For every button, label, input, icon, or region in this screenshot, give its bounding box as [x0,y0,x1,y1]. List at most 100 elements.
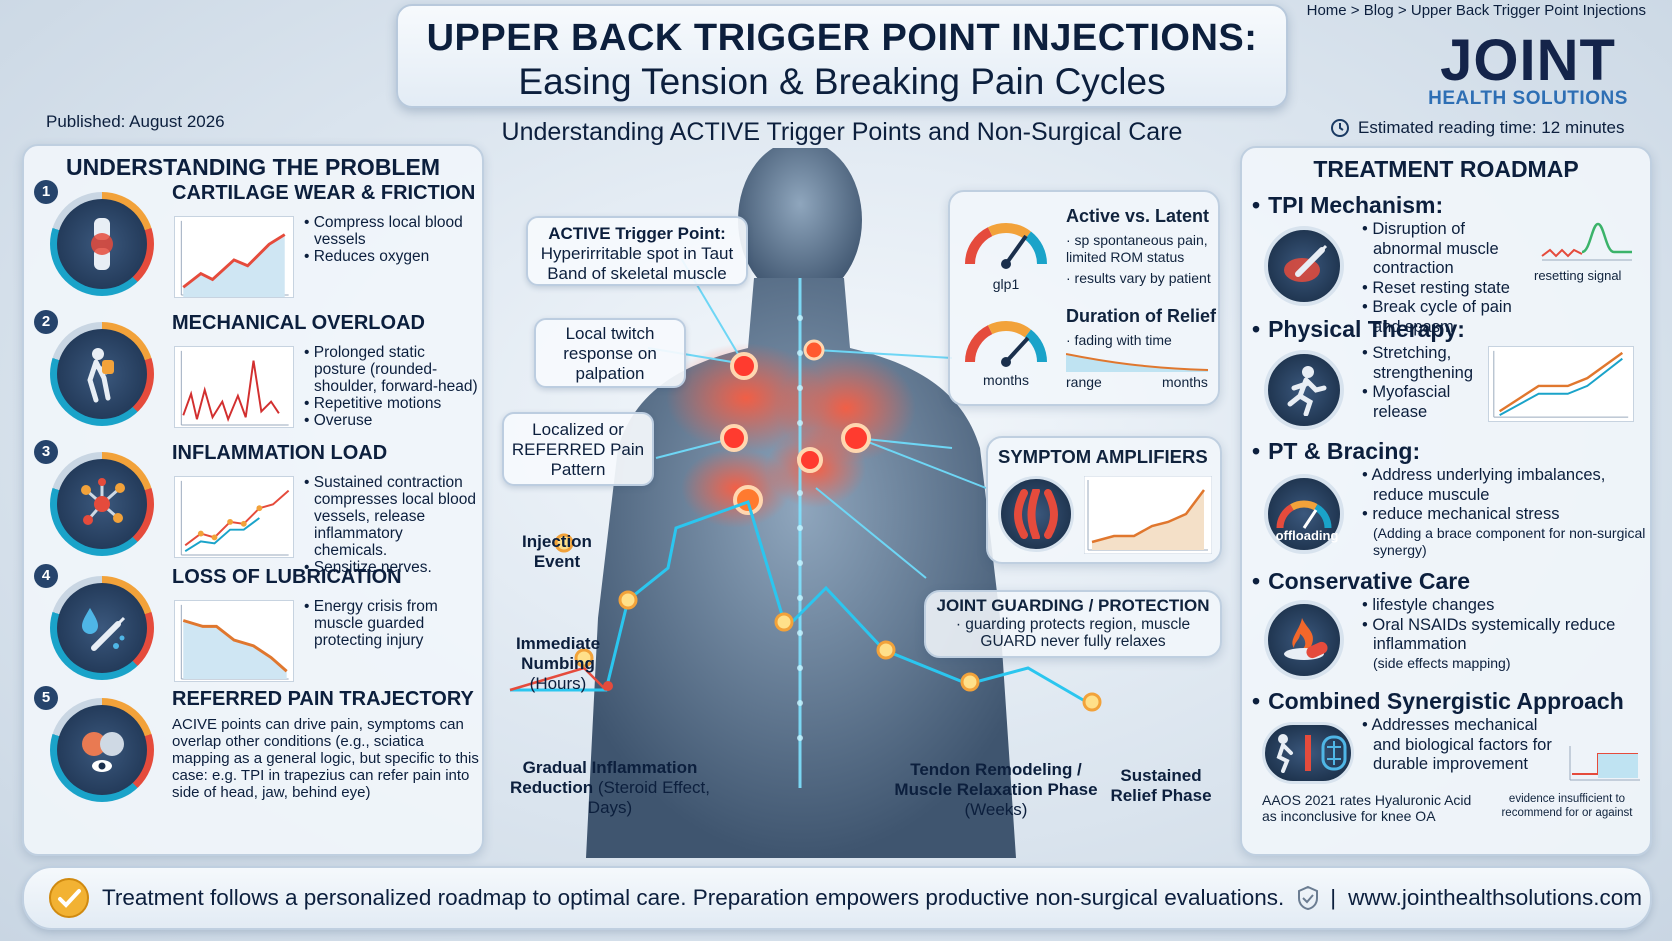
resetting-signal-chart [1541,222,1632,261]
item-bullets: • Compress local blood vessels • Reduces… [304,214,463,265]
flame-pill-icon [1264,600,1344,680]
offloading-label: offloading [1275,528,1339,543]
head-eye-icon [50,698,154,802]
problem-item-referred-pain: 5 REFERRED PAIN TRAJECTORY ACIVE points … [24,686,482,814]
syringe-drop-icon [50,576,154,680]
item-title: LOSS OF LUBRICATION [172,566,402,588]
item-title: CARTILAGE WEAR & FRICTION [172,182,476,204]
joint-guarding-box: JOINT GUARDING / PROTECTION · guarding p… [924,590,1222,658]
shield-check-icon [1298,885,1319,911]
twitch-response-callout: Local twitch response on palpation [534,318,686,388]
timeline-injection-label: Injection Event [522,532,592,571]
muscle-fiber-icon [998,476,1074,552]
problem-panel-title: UNDERSTANDING THE PROBLEM [66,154,440,180]
gauge-label: glp1 [992,276,1020,292]
treatment-roadmap-panel: TREATMENT ROADMAP TPI Mechanism: • Disru… [1240,146,1652,856]
guard-title: JOINT GUARDING / PROTECTION [936,596,1210,615]
duration-axis-left: range [1066,374,1102,390]
brand-logo[interactable]: JOINT HEALTH SOLUTIONS [1410,30,1646,116]
roadmap-item-title: Physical Therapy: [1252,316,1648,343]
timeline-tendon-label: Tendon Remodeling / Muscle Relaxation Ph… [894,760,1098,819]
symptom-amplifiers-box: SYMPTOM AMPLIFIERS [986,436,1222,564]
active-latent-bullet-1: · sp spontaneous pain, limited ROM statu… [1066,232,1208,265]
offloading-gauge-icon [1264,474,1344,554]
reading-time-text: Estimated reading time: 12 minutes [1358,118,1625,137]
timeline-numbing-label: Immediate Numbing(Hours) [515,634,601,693]
synergy-icon [1262,722,1354,784]
breadcrumb-sep: > [1346,2,1364,19]
item-bullets: • Sustained contraction compresses local… [304,474,476,576]
item-bullets: • Prolonged static posture (rounded-shou… [304,344,478,429]
roadmap-bullets: • Addresses mechanical and biological fa… [1362,716,1552,773]
problem-item-inflammation: 3 INFLAMMATION LOAD • Sustained contract… [24,440,482,576]
timeline-inflammation-label: Gradual Inflammation Reduction (Steroid … [510,758,710,817]
item-number: 4 [34,564,58,588]
back-anatomy-illustration [509,148,1102,858]
active-latent-bullet-2: · results vary by patient [1066,270,1211,286]
problem-item-cartilage: 1 CARTILAGE WEAR & FRICTION • Compress l… [24,180,482,308]
item-title: INFLAMMATION LOAD [172,442,388,464]
problem-item-lubrication: 4 LOSS OF LUBRICATION • Energy crisis fr… [24,564,482,692]
page-subtitle: Understanding ACTIVE Trigger Points and … [501,118,1183,146]
molecule-icon [50,452,154,556]
trigger-point-markers [720,339,871,515]
duration-axis-right: months [1162,374,1208,390]
strength-progress-chart [1488,346,1634,422]
roadmap-item-combined: Combined Synergistic Approach • Addresse… [1252,688,1648,854]
footer-text: Treatment follows a personalized roadmap… [102,885,1285,910]
logo-subtext: HEALTH SOLUTIONS [1428,88,1628,109]
active-latent-gauge [965,223,1047,269]
resetting-signal-label: resetting signal [1534,268,1622,283]
title-banner: UPPER BACK TRIGGER POINT INJECTIONS: Eas… [396,4,1288,108]
roadmap-bullets: • Stretching, strengthening • Myofascial… [1362,344,1473,421]
active-latent-title: Active vs. Latent [1066,206,1210,226]
problem-item-overload: 2 MECHANICAL OVERLOAD • Prolonged static… [24,310,482,438]
injection-icon [1264,226,1344,306]
guard-text: · guarding protects region, muscle GUARD… [955,616,1191,650]
item-bullets: • Energy crisis from muscle guarded prot… [304,598,438,649]
roadmap-title: TREATMENT ROADMAP [1313,156,1579,182]
roadmap-item-conservative: Conservative Care • lifestyle changes • … [1252,568,1648,686]
item-number: 5 [34,686,58,710]
posture-figure-icon [50,322,154,426]
duration-gauge [965,321,1047,367]
footer-url-link[interactable]: www.jointhealthsolutions.com [1348,885,1643,910]
item-number: 3 [34,440,58,464]
item-title: MECHANICAL OVERLOAD [172,312,425,334]
evidence-step-chart [1569,746,1640,781]
breadcrumb: Home > Blog > Upper Back Trigger Point I… [1300,2,1646,19]
roadmap-bullets: • lifestyle changes • Oral NSAIDs system… [1362,596,1616,671]
rising-dots-chart [174,476,294,558]
timeline-sustained-label: Sustained Relief Phase [1110,766,1212,805]
running-figure-icon [1264,350,1344,430]
knee-joint-icon [50,192,154,296]
breadcrumb-blog[interactable]: Blog [1363,2,1394,19]
referred-pain-text: ACIVE points can drive pain, symptoms ca… [172,716,479,801]
fading-relief-chart [1066,353,1208,372]
logo-wordmark: JOINT [1440,28,1616,93]
clock-icon [1331,119,1349,137]
breadcrumb-sep: > [1393,2,1411,19]
roadmap-bullets: • Address underlying imbalances, reduce … [1362,466,1646,558]
reading-time: Estimated reading time: 12 minutes [1330,118,1624,138]
active-latent-duration-box: glp1 Active vs. Latent · sp spontaneous … [948,190,1220,406]
roadmap-item-title: Conservative Care [1252,568,1648,595]
spiky-load-chart [174,346,294,428]
roadmap-item-title: Combined Synergistic Approach [1252,688,1648,715]
roadmap-item-bracing: PT & Bracing: offloading • Address under… [1252,438,1648,566]
footer-banner: Treatment follows a personalized roadmap… [22,866,1652,930]
amplifier-trend-chart [1084,476,1212,554]
item-title: REFERRED PAIN TRAJECTORY [172,688,474,710]
referred-pattern-callout: Localized or REFERRED Pain Pattern [502,412,654,486]
duration-title: Duration of Relief [1066,306,1217,326]
evidence-note: evidence insufficient to recommend for o… [1501,793,1633,819]
rising-trend-chart [174,216,294,298]
problem-panel: UNDERSTANDING THE PROBLEM 1 CARTILAGE WE… [22,144,484,856]
page-title: UPPER BACK TRIGGER POINT INJECTIONS: [426,17,1258,59]
breadcrumb-home[interactable]: Home [1306,2,1347,19]
declining-trend-chart [174,600,294,682]
item-number: 2 [34,310,58,334]
head-shape [738,148,862,300]
roadmap-item-tpi: TPI Mechanism: • Disruption of abnormal … [1252,192,1648,336]
footer-separator: | [1330,885,1337,910]
